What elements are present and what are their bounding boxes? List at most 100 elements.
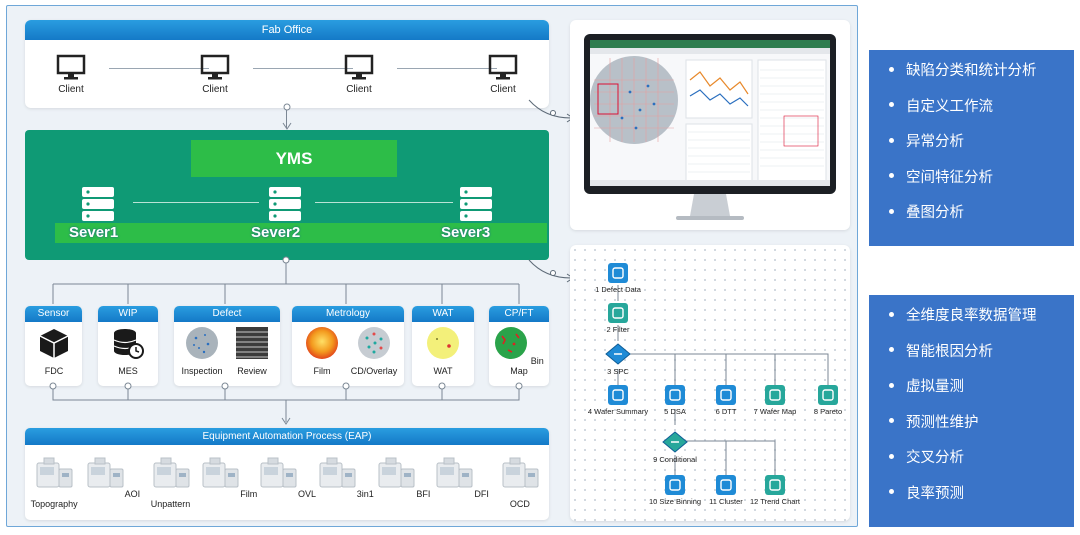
feature-item: 空间特征分析 [889,165,1074,201]
eap-tool-label: OCD [509,499,530,509]
item-label: MES [118,366,138,376]
category-title: WIP [98,306,158,322]
item-label: FDC [44,366,64,376]
eap-tool: Unpattern [142,455,200,509]
equipment-icon [260,457,297,488]
connector-dot-icon [283,103,291,111]
client-label: Client [490,84,516,95]
funnel-icon [608,303,628,323]
decision-icon [605,343,631,365]
eap-tool: Topography [25,455,83,509]
film-thickness-map-icon [306,327,338,359]
workflow-node[interactable]: 11 Cluster [681,475,771,506]
feature-label: 预测性维护 [906,414,979,431]
equipment-icon [153,457,190,488]
workflow-node-label: 6 DTT [715,407,737,416]
category-connectors [52,256,520,304]
feature-label: 缺陷分类和统计分析 [906,63,1037,79]
client-label: Client [58,84,84,95]
feature-label: 异常分析 [906,134,964,150]
equipment-icon [36,457,73,488]
eap-tool-label: AOI [124,489,141,499]
wat-map-icon [427,327,459,359]
category-title: WAT [412,306,474,322]
fab-office-panel: Fab Office Client Client Client [25,20,549,108]
category-title: CP/FT [489,306,549,322]
feature-item: 交叉分析 [889,445,1074,481]
review-grid-icon [236,327,268,359]
bullet-icon [889,489,894,495]
server-label-strip [55,223,547,243]
workflow-panel: 1 Defect Data 2 Filter 3 SPC 4 Wafer Summar… [570,245,850,521]
list-icon [665,475,685,495]
eap-tool-label: 3in1 [356,489,374,499]
server-label-2: Sever2 [251,224,301,241]
item-label: Inspection [181,366,223,376]
eap-tool: AOI [83,455,141,499]
feature-item: 异常分析 [889,129,1074,165]
bullet-icon [889,173,894,179]
workflow-node[interactable]: 4 Wafer Summary [573,385,663,416]
eap-tool-label: Topography [30,499,78,509]
category-title: Sensor [25,306,82,322]
yms-cluster: YMS Sever1 Sever2 Sever3 [25,130,549,260]
workflow-node[interactable]: 7 Wafer Map [730,385,820,416]
client-node-2: Client [185,54,245,95]
workflow-node-label: 4 Wafer Summary [587,407,649,416]
eap-tool: OVL [258,455,316,499]
bars-icon [818,385,838,405]
feature-item: 智能根因分析 [889,339,1074,375]
cube-icon [39,329,69,358]
item-fdc: FDC [29,326,79,376]
category-title: Metrology [292,306,404,322]
workflow-node-label: 1 Defect Data [595,285,641,294]
feature-item: 全维度良率数据管理 [889,303,1074,339]
client-node-1: Client [41,54,101,95]
feature-item: 预测性维护 [889,410,1074,446]
item-label: Film [313,366,331,376]
monitor-icon [488,54,518,80]
workflow-node[interactable]: 8 Pareto [783,385,873,416]
workflow-node[interactable]: 10 Size Binning [630,475,720,506]
box-icon [608,385,628,405]
item-label: WAT [433,366,453,376]
equipment-icon [378,457,415,488]
workflow-node-label: 10 Size Binning [648,497,702,506]
workflow-node[interactable]: 5 DSA [630,385,720,416]
workflow-node[interactable]: 6 DTT [681,385,771,416]
server-rack-icon [269,187,301,221]
workflow-node[interactable]: 2 Filter [573,303,663,334]
feature-panel-bottom: 全维度良率数据管理智能根因分析虚拟量测预测性维护交叉分析良率预测 [869,295,1074,527]
feature-label: 叠图分析 [906,205,964,221]
monitor-panel [570,20,850,230]
eap-tool: DFI [433,455,491,499]
server-rack-icon [82,187,114,221]
eap-tool-label: BFI [416,489,431,499]
workflow-links [617,285,829,475]
eap-tool-label: DFI [474,489,489,499]
monitor-icon [200,54,230,80]
wafer-inspection-icon [186,327,218,359]
workflow-node[interactable]: 1 Defect Data [573,263,663,294]
eap-tool-label: OVL [298,489,317,499]
client-node-4: Client [473,54,533,95]
monitor-icon [344,54,374,80]
eap-tool: 3in1 [316,455,374,499]
bullet-icon [889,311,894,317]
workflow-node[interactable]: 3 SPC [573,343,663,376]
item-film: Film [297,326,347,376]
equipment-icon [502,457,539,488]
equipment-icon [436,457,473,488]
server-link [133,202,259,203]
item-label: Review [237,366,267,376]
bullet-icon [889,453,894,459]
feature-label: 空间特征分析 [906,169,993,186]
workflow-node[interactable]: 9 Conditional [630,431,720,464]
bin-map-icon [495,327,528,359]
eap-title: Equipment Automation Process (EAP) [25,428,549,445]
equipment-icon [87,457,124,488]
bullet-icon [889,208,894,214]
item-review: Review [227,326,277,376]
workflow-node[interactable]: 12 Trend Chart [730,475,820,506]
fab-office-title: Fab Office [25,20,549,40]
